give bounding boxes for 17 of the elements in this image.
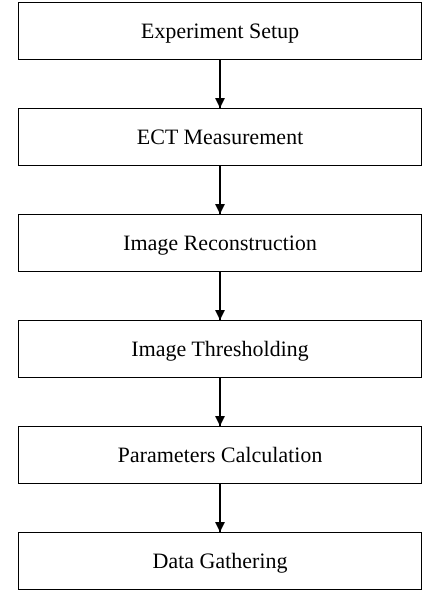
process-box [18, 214, 422, 272]
arrow [215, 378, 225, 426]
process-box [18, 532, 422, 590]
box-label: Data Gathering [152, 548, 288, 574]
box-label: Image Thresholding [131, 336, 309, 362]
arrow [215, 272, 225, 320]
process-box [18, 2, 422, 60]
arrow [215, 166, 225, 214]
box-label: Experiment Setup [140, 18, 300, 44]
box-label: Image Reconstruction [123, 230, 317, 256]
box-label: ECT Measurement [136, 124, 304, 150]
process-box [18, 320, 422, 378]
box-label: Parameters Calculation [118, 442, 322, 468]
process-box [18, 108, 422, 166]
process-box [18, 426, 422, 484]
arrow [215, 60, 225, 108]
arrow [215, 484, 225, 532]
